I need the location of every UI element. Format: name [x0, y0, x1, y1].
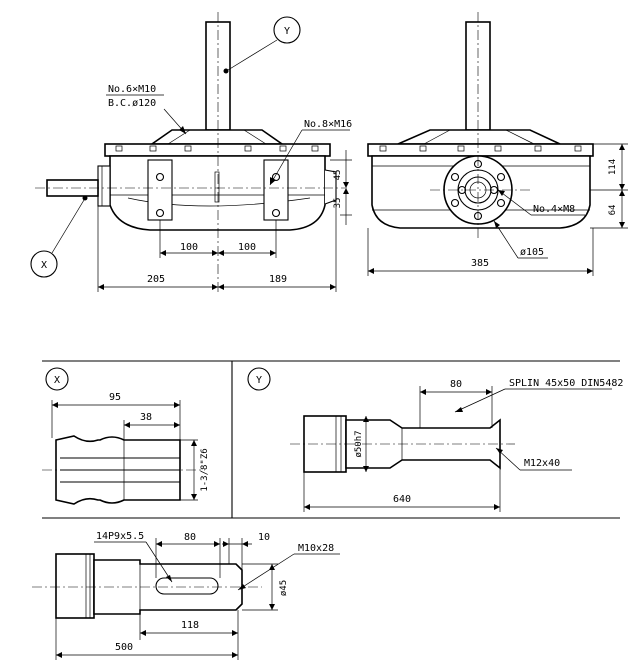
shaft-body	[55, 553, 95, 619]
detail-y-thread: M12x40	[524, 458, 560, 469]
callout-bolt-pattern: No.6×M10	[108, 84, 156, 95]
callout-flange-bolts: No.4×M8	[533, 204, 575, 215]
shaft-key-label: 14P9x5.5	[96, 531, 144, 542]
callout-x-bubble	[30, 250, 58, 278]
dim-385: 385	[471, 258, 489, 269]
dim-114: 114	[608, 159, 618, 175]
detail-x-bubble	[45, 367, 69, 391]
dim-64: 64	[608, 205, 618, 216]
shaft-dim-10: 10	[258, 532, 270, 543]
shaft-dim-500: 500	[115, 642, 133, 653]
detail-y-spline-note: SPLIN 45x50 DIN5482	[509, 378, 623, 389]
shaft-dim-80: 80	[184, 532, 196, 543]
detail-y: Y 80 SPLIN 45x50 DIN5482 ø50h7 M12x40	[247, 367, 623, 512]
side-view: 114 64 385 No.4×M8 ø105	[367, 12, 628, 276]
dim-35: 35	[333, 198, 343, 209]
left-mount-plate	[147, 159, 173, 221]
shaft-dim-118: 118	[181, 620, 199, 631]
detail-frames	[42, 360, 620, 519]
detail-y-dim-640: 640	[393, 494, 411, 505]
shaft-thread-label: M10x28	[298, 543, 334, 554]
side-top-flange-plate	[367, 143, 594, 157]
shaft-marker-dot	[223, 68, 229, 74]
detail-x-dim-38: 38	[140, 412, 152, 423]
callout-y-bubble	[273, 16, 301, 44]
detail-y-dim-80: 80	[450, 379, 462, 390]
detail-y-letter: Y	[256, 375, 262, 386]
detail-x-letter: X	[54, 375, 60, 386]
dim-45: 45	[333, 170, 343, 181]
side-top-cover	[397, 129, 561, 145]
callout-x-letter: X	[41, 260, 47, 271]
shaft-dia-label: ø45	[279, 580, 289, 596]
gearbox-body	[109, 155, 326, 231]
input-shaft-marker-dot	[82, 195, 88, 201]
detail-x-dim-95: 95	[109, 392, 121, 403]
callout-y-letter: Y	[284, 26, 290, 37]
callout-flange-dia: ø105	[520, 247, 544, 258]
detail-y-bubble	[247, 367, 271, 391]
detail-x-spline: 1-3/8"Z6	[200, 448, 210, 491]
top-flange-plate	[104, 143, 331, 157]
input-flange	[97, 165, 111, 207]
keyway	[155, 577, 219, 595]
callout-side-bolts: No.8×M16	[304, 119, 352, 130]
detail-x: X 95 38 1-3/8"Z6	[42, 367, 210, 505]
dim-189: 189	[269, 274, 287, 285]
front-view: 45 35 100 100 205 189 No.6×M10 B.C.ø120 …	[30, 12, 352, 295]
callout-bolt-circle: B.C.ø120	[108, 98, 156, 109]
dim-205: 205	[147, 274, 165, 285]
shaft-detail: 14P9x5.5 80 10 M10x28 ø45	[32, 531, 340, 660]
dim-100-left: 100	[180, 242, 198, 253]
right-mount-plate	[263, 159, 289, 221]
dim-100-right: 100	[238, 242, 256, 253]
detail-y-shaft-dia: ø50h7	[354, 430, 364, 457]
